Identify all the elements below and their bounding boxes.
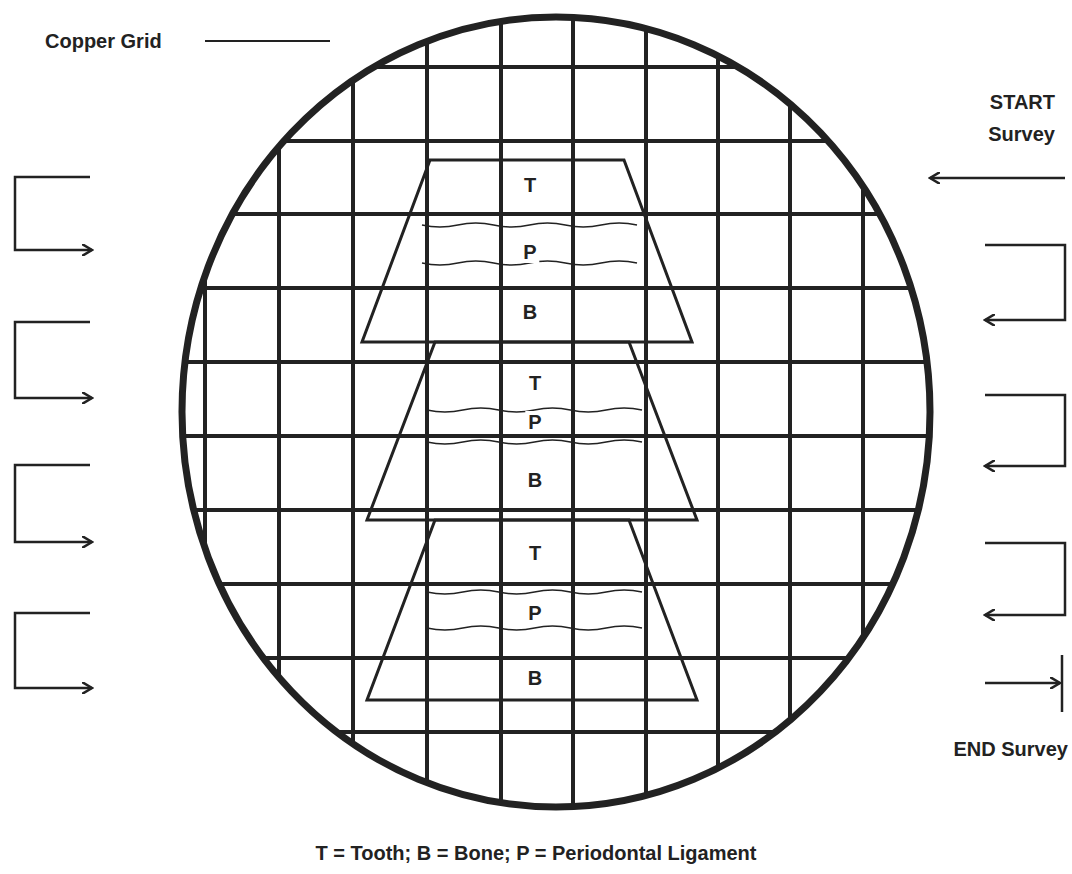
tissue-letter: B [525, 469, 545, 491]
tissue-letter: P [525, 602, 544, 624]
grid-rim [182, 17, 930, 807]
tissue-letter: P [520, 241, 539, 263]
tissue-letter: T [526, 372, 544, 394]
tissue-section: T P B [362, 160, 692, 342]
leader-line [205, 40, 330, 42]
start-label: START Survey [930, 86, 1055, 150]
tissue-section: TP B [367, 342, 697, 520]
survey-arrows [15, 177, 1065, 712]
tissue-letter: T [521, 174, 539, 196]
caption: T = Tooth; B = Bone; P = Periodontal Lig… [316, 838, 757, 868]
grid-label: Copper Grid [45, 26, 205, 56]
tissue-letter: B [525, 667, 545, 689]
tissue-letter: P [525, 411, 544, 433]
tissue-section: T P B [367, 520, 697, 700]
end-label: END Survey [950, 733, 1068, 765]
tissue-letter: T [526, 542, 544, 564]
tissue-letter: B [520, 301, 540, 323]
